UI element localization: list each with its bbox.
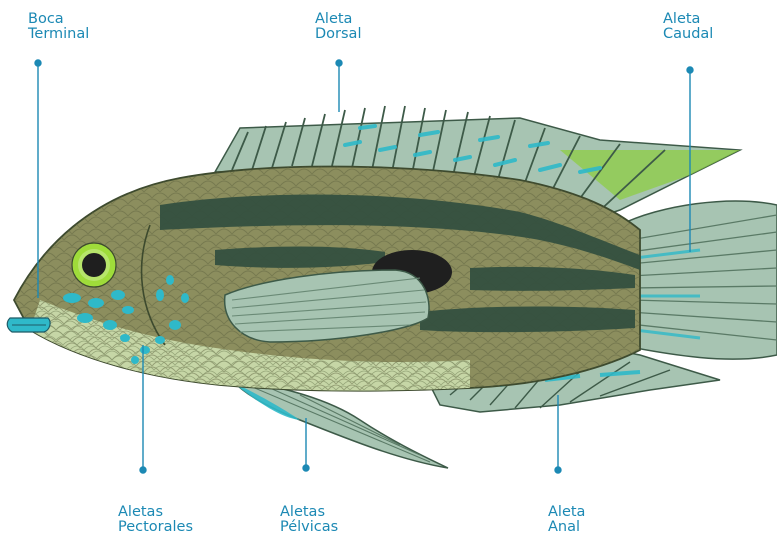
leader-dot-boca (35, 60, 41, 66)
label-boca-line2: Terminal (28, 27, 89, 42)
label-dorsal-line1: Aleta (315, 12, 361, 27)
caudal-fin (620, 201, 777, 359)
label-caudal-line2: Caudal (663, 27, 713, 42)
label-pelvicas-line2: Pélvicas (280, 520, 338, 535)
pelvic-fin (232, 380, 448, 468)
leader-dot-dorsal (336, 60, 342, 66)
leader-dot-anal (555, 467, 561, 473)
label-aletas-pelvicas: Aletas Pélvicas (280, 505, 338, 535)
label-aletas-pectorales: Aletas Pectorales (118, 505, 193, 535)
label-dorsal-line2: Dorsal (315, 27, 361, 42)
leader-dot-caudal (687, 67, 693, 73)
label-anal-line2: Anal (548, 520, 585, 535)
label-aleta-anal: Aleta Anal (548, 505, 585, 535)
label-pectorales-line2: Pectorales (118, 520, 193, 535)
label-aleta-dorsal: Aleta Dorsal (315, 12, 361, 42)
leader-dot-pelvicas (303, 465, 309, 471)
label-pectorales-line1: Aletas (118, 505, 193, 520)
eye (72, 243, 116, 287)
label-aleta-caudal: Aleta Caudal (663, 12, 713, 42)
label-boca-terminal: Boca Terminal (28, 12, 89, 42)
label-caudal-line1: Aleta (663, 12, 713, 27)
leader-dot-pectorales (140, 467, 146, 473)
label-pelvicas-line1: Aletas (280, 505, 338, 520)
label-boca-line1: Boca (28, 12, 89, 27)
label-anal-line1: Aleta (548, 505, 585, 520)
